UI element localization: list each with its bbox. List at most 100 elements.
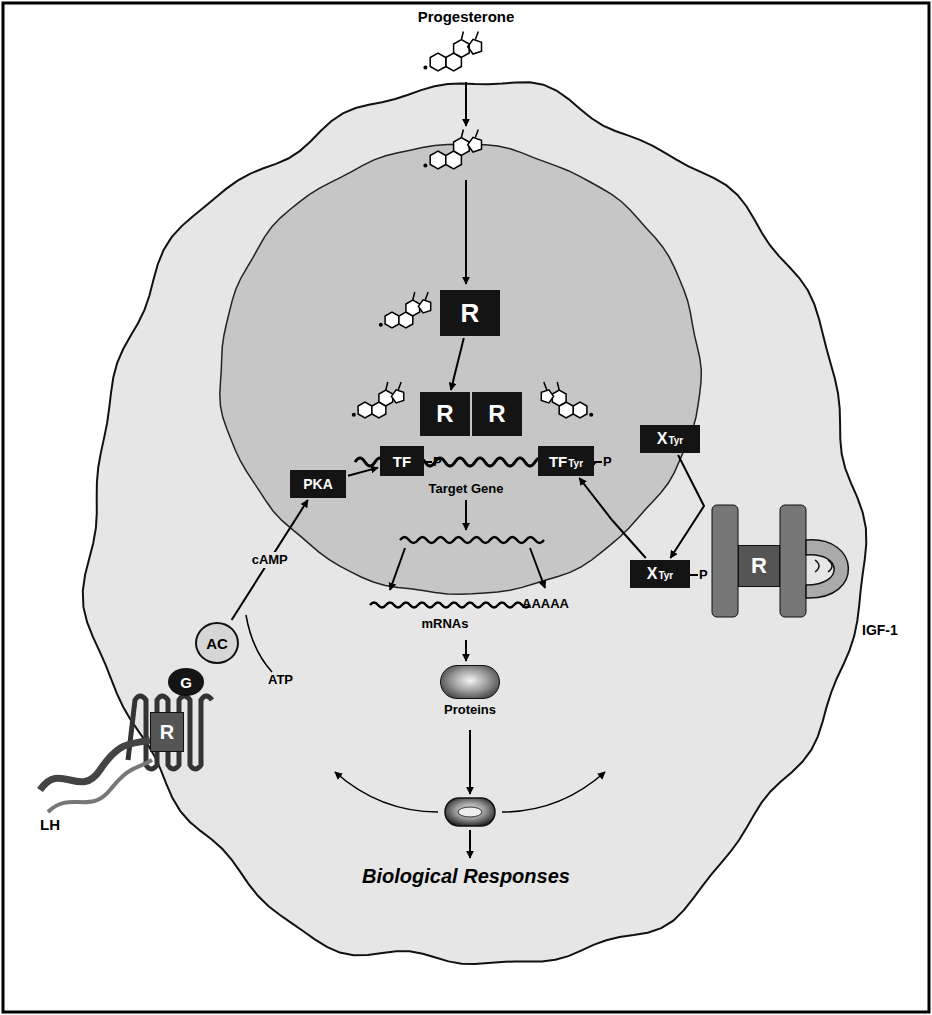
signal-arrow: [670, 455, 704, 558]
node-box: R: [472, 392, 522, 436]
node-box: Proteins: [440, 665, 500, 699]
node-label-group: TF: [393, 453, 411, 470]
text-label: Target Gene: [429, 481, 504, 497]
steroid-ring: [430, 151, 446, 169]
flow-arrow: [502, 772, 605, 812]
keto-oxygen: [352, 413, 356, 417]
node-label-group: TFTyr: [549, 453, 583, 470]
node-box: XTyr: [640, 425, 700, 453]
methyl-group: [413, 292, 428, 300]
flow-arrow: [465, 640, 467, 661]
node-box: TFP: [380, 446, 424, 476]
lh-receptor-helices: [128, 696, 212, 769]
node-box: R: [150, 712, 184, 752]
node-label-group: AC: [206, 635, 228, 652]
signal-arrow: [451, 338, 464, 390]
node-label-group: PKA: [303, 476, 333, 492]
signal-arrow: [348, 468, 378, 476]
methyl-group: [461, 130, 478, 138]
frame: [3, 3, 929, 1012]
text-label: Progesterone: [418, 8, 515, 26]
steroid-ring: [385, 312, 399, 328]
cell-membrane: [83, 82, 867, 964]
keto-oxygen: [589, 413, 593, 417]
flow-arrow: [246, 615, 272, 672]
node-box: R: [738, 545, 780, 587]
steroid-ring: [430, 53, 446, 71]
node-label-group: R: [160, 721, 174, 744]
steroid-ring: [358, 402, 372, 418]
node-label-group: XTyr: [647, 565, 674, 583]
lh-hormone-chain: [48, 760, 152, 812]
steroid-ring: [454, 138, 470, 156]
methyl-group: [386, 382, 401, 390]
phospho-bond: [690, 574, 698, 576]
node-box: PKA: [290, 470, 346, 498]
steroid-ring: [454, 40, 470, 58]
secreted-protein: [445, 798, 495, 826]
steroid-ring: [379, 390, 393, 406]
nucleus: [220, 144, 702, 594]
phospho-bond: [424, 461, 432, 463]
steroid-ring: [552, 390, 566, 406]
phosphate-label: P: [603, 454, 612, 469]
text-label: mRNAs: [422, 616, 469, 632]
node-label-group: R: [436, 400, 453, 428]
residue-label: Tyr: [658, 570, 673, 581]
node-label: R: [751, 553, 767, 579]
igf-receptor-subunit: [780, 505, 806, 617]
residue-label: Tyr: [568, 458, 583, 469]
steroid-ring: [541, 390, 553, 403]
methyl-group: [461, 32, 478, 40]
protein-core: [458, 807, 482, 817]
text-label: LH: [40, 816, 60, 834]
phosphate-label: P: [699, 567, 708, 582]
flow-arrow: [390, 548, 405, 590]
flow-arrow: [469, 730, 471, 794]
methyl-group: [544, 382, 559, 390]
lh-hormone: [40, 740, 150, 790]
flow-arrow: [530, 548, 545, 588]
node-label: G: [180, 674, 192, 691]
node-box: R: [440, 290, 500, 336]
node-label-group: R: [488, 400, 505, 428]
igf-binding-loop: [806, 540, 848, 598]
steroid-ring: [418, 300, 430, 313]
node-label: R: [160, 721, 174, 744]
node-label: AC: [206, 635, 228, 652]
signal-arrow: [579, 478, 646, 558]
node-box: G: [168, 668, 204, 696]
steroid-ring: [468, 39, 482, 54]
node-label: X: [657, 430, 668, 448]
keto-oxygen: [423, 163, 427, 167]
node-label: R: [488, 400, 505, 428]
keto-oxygen: [379, 323, 383, 327]
text-label: AAAAA: [522, 596, 569, 612]
node-label: X: [647, 565, 658, 583]
node-label: TF: [549, 453, 567, 470]
node-label: TF: [393, 453, 411, 470]
steroid-ring: [406, 300, 420, 316]
signal-arrow: [232, 500, 308, 620]
node-label-group: G: [180, 674, 192, 691]
node-box: AC: [195, 622, 239, 664]
keto-oxygen: [423, 65, 427, 69]
steroid-ring: [468, 137, 482, 152]
disulfide-bond: [815, 560, 832, 572]
flow-arrow: [335, 772, 438, 812]
flow-arrow: [465, 180, 467, 284]
steroid-ring: [391, 390, 403, 403]
nucleic-acid-strand: [370, 603, 530, 608]
flow-arrow: [465, 500, 467, 530]
node-box: XTyrP: [630, 560, 690, 588]
flow-arrow: [465, 82, 467, 126]
igf-receptor-subunit: [712, 505, 738, 617]
text-label: Biological Responses: [362, 864, 570, 888]
flow-arrow: [469, 830, 471, 858]
node-label-group: R: [751, 553, 767, 579]
node-label: R: [436, 400, 453, 428]
